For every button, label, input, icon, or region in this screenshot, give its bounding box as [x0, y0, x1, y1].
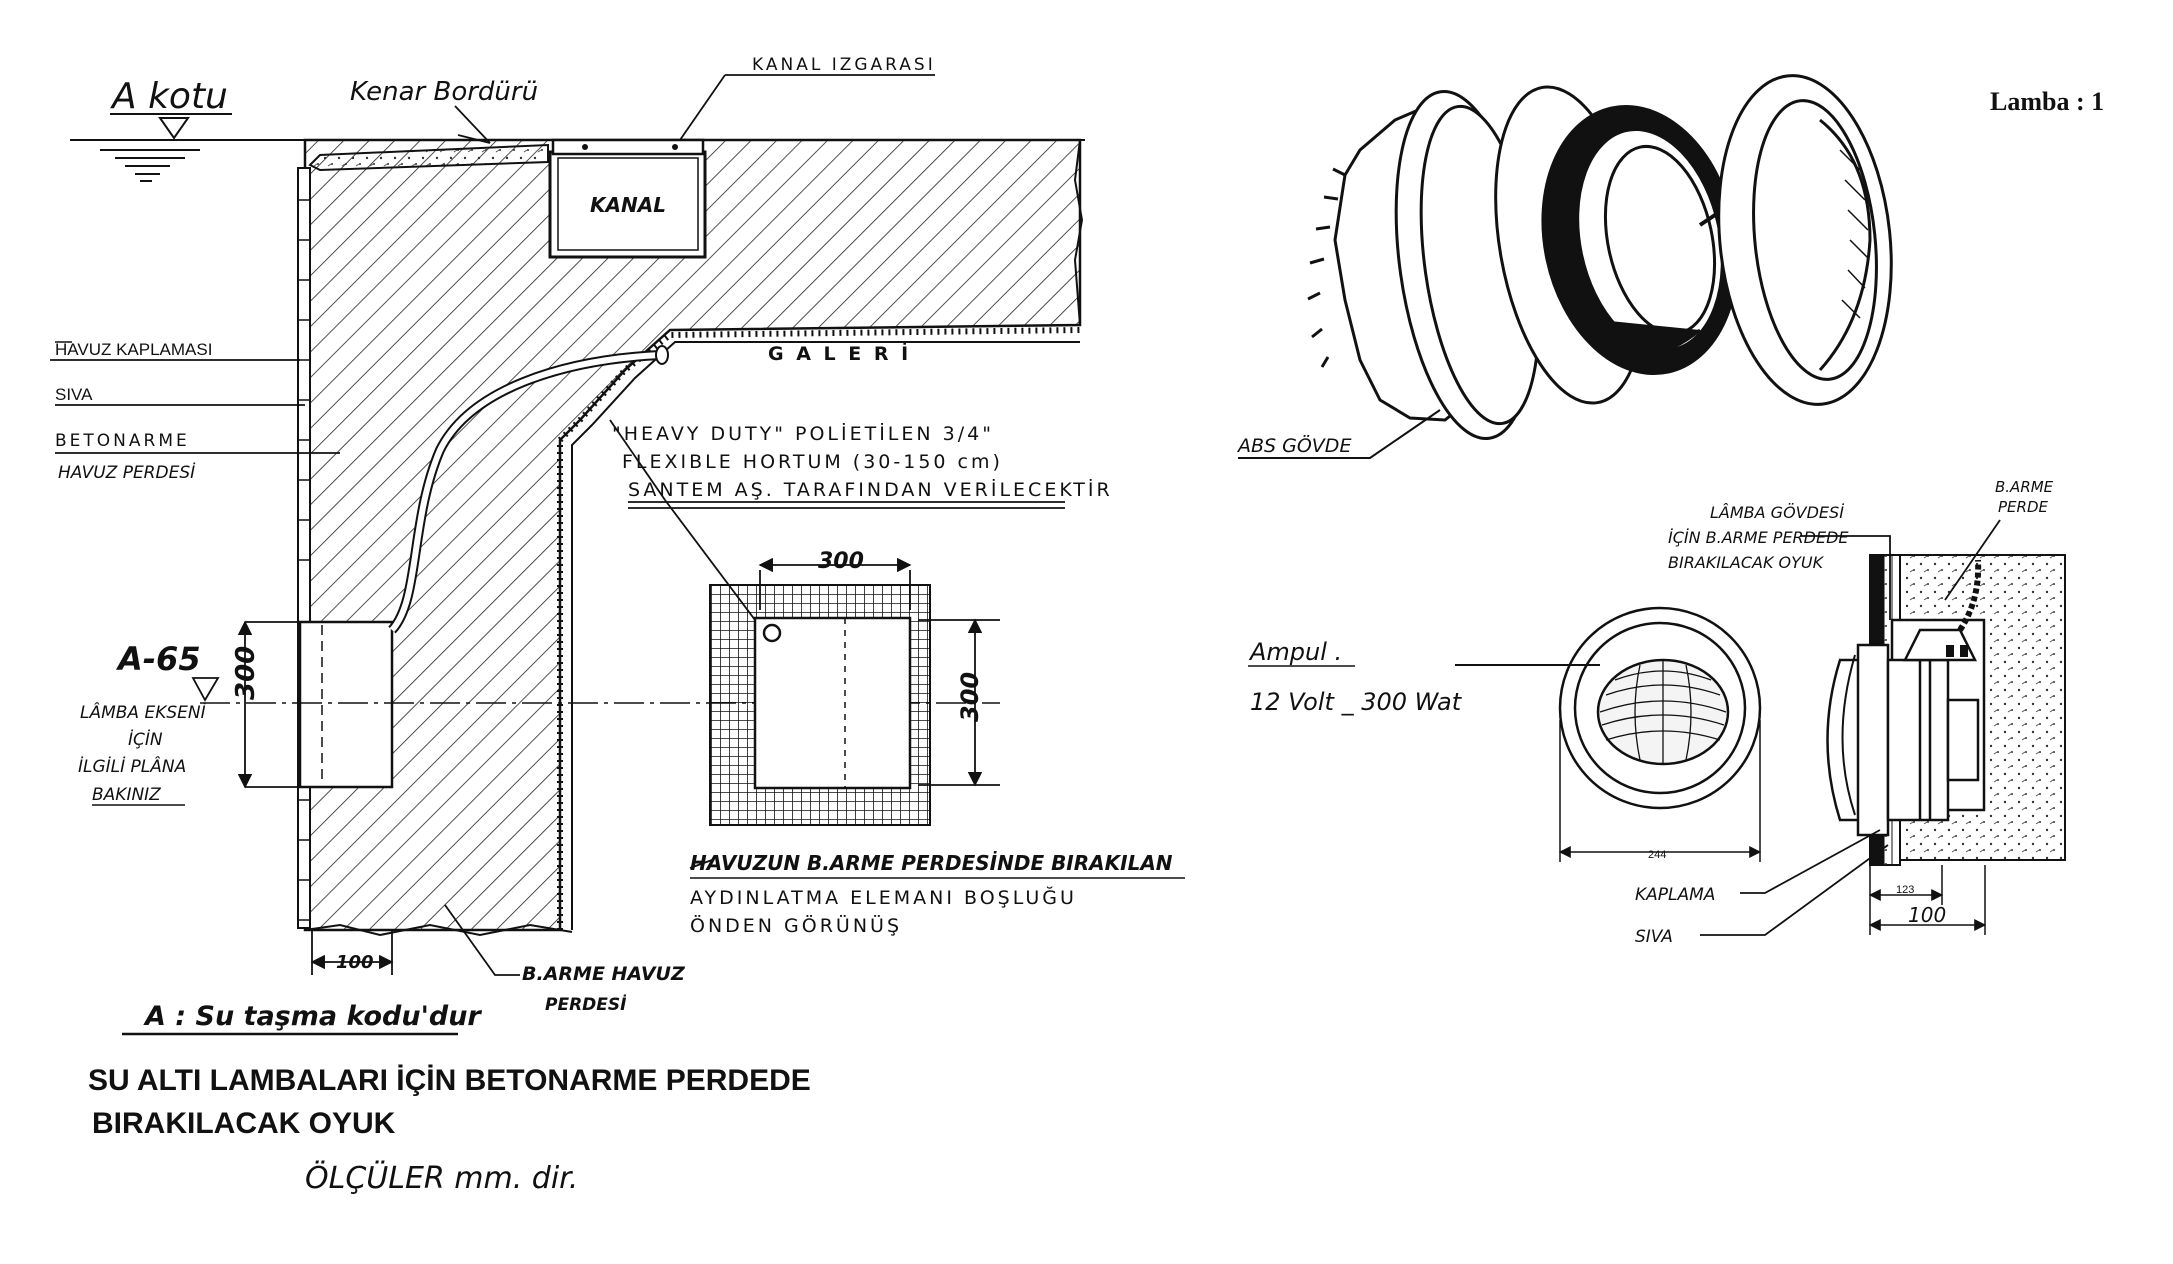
channel-label: KANAL	[590, 193, 666, 217]
lamba-heading: Lamba : 1	[1990, 87, 2104, 116]
betonarme-label: BETONARME	[55, 431, 190, 451]
dim-300-left: 300	[231, 646, 261, 700]
lamba-ekseni-4: BAKINIZ	[92, 785, 161, 805]
dim-100-right: 100	[1908, 903, 1946, 927]
bosluk-label-1: HAVUZUN B.ARME PERDESİNDE BIRAKILAN	[690, 851, 1173, 875]
b-arme-perde-1: B.ARME	[1995, 478, 2054, 496]
ampul-spec: 12 Volt _ 300 Wat	[1250, 688, 1463, 716]
b-arme-perdesi-2: PERDESİ	[545, 993, 627, 1015]
channel-box	[548, 150, 707, 259]
drawing-title-block: A : Su taşma kodu'dur SU ALTI LAMBALARI …	[88, 1001, 811, 1196]
bosluk-label-2: AYDINLATMA ELEMANI BOŞLUĞU	[690, 885, 1077, 909]
drawing-title-line2: BIRAKILACAK OYUK	[92, 1107, 396, 1140]
drawing-title-line1: SU ALTI LAMBALARI İÇİN BETONARME PERDEDE	[88, 1064, 811, 1097]
lamp-detail: 244 Ampul . 12 Volt _ 300 Wat	[1248, 478, 2066, 947]
kenar-borduru-label: Kenar Bordürü	[350, 77, 538, 107]
dim-123: 123	[1896, 884, 1914, 896]
a65-label: A-65	[115, 640, 201, 678]
havuz-kaplamasi-label: HAVUZ KAPLAMASI	[55, 340, 212, 359]
dim-100-bottom: 100	[336, 952, 374, 973]
kaplama-label: KAPLAMA	[1635, 885, 1715, 905]
water-level-symbol	[70, 117, 230, 182]
dim-300-top: 300	[818, 549, 864, 574]
concrete-wall	[303, 138, 1082, 932]
ampul-label: Ampul .	[1248, 638, 1342, 666]
lamba-govdesi-3: BIRAKILACAK OYUK	[1668, 553, 1825, 572]
su-tasma-note: A : Su taşma kodu'dur	[143, 1001, 482, 1032]
siva-right-label: SIVA	[1635, 927, 1673, 947]
hortum-text-3: SANTEM AŞ. TARAFINDAN VERİLECEKTİR	[628, 478, 1113, 501]
a-kotu-label: A kotu	[110, 76, 228, 117]
measurements-note: ÖLÇÜLER mm. dir.	[305, 1160, 578, 1196]
siva-left-label: SIVA	[55, 385, 93, 404]
front-view-opening: 300 300 HAVUZUN B.ARME PERDESİNDE BIRAKI…	[689, 549, 1185, 937]
lamba-ekseni-2: İÇİN	[128, 729, 163, 750]
lamba-govdesi-2: İÇİN B.ARME PERDEDE	[1668, 528, 1849, 547]
lamba-ekseni-1: LÂMBA EKSENİ	[80, 701, 207, 723]
havuz-perdesi-label: HAVUZ PERDESİ	[58, 462, 196, 483]
bosluk-label-3: ÖNDEN GÖRÜNÜŞ	[690, 914, 902, 937]
pool-lining	[297, 167, 311, 929]
dim-244: 244	[1648, 849, 1666, 861]
hortum-text-1: "HEAVY DUTY" POLİETİLEN 3/4"	[612, 422, 994, 445]
b-arme-perdesi-1: B.ARME HAVUZ	[522, 963, 686, 985]
lamp-niche	[298, 620, 394, 789]
hortum-text-2: FLEXIBLE HORTUM (30-150 cm)	[622, 451, 1003, 473]
section-drawing: A kotu KANAL	[50, 55, 1113, 1015]
lamp-illustration: Lamba : 1 ABS	[1236, 74, 2104, 459]
kanal-izgarasi-label: KANAL IZGARASI	[752, 55, 936, 75]
channel-grate	[551, 138, 705, 156]
galeri-label: G A L E R İ	[768, 341, 911, 365]
dim-300-right: 300	[956, 672, 984, 722]
abs-govde-label: ABS GÖVDE	[1236, 434, 1351, 457]
lamba-govdesi-1: LÂMBA GÖVDESİ	[1710, 503, 1844, 522]
lamba-ekseni-3: İLGİLİ PLÂNA	[78, 755, 186, 777]
b-arme-perde-2: PERDE	[1998, 498, 2048, 516]
